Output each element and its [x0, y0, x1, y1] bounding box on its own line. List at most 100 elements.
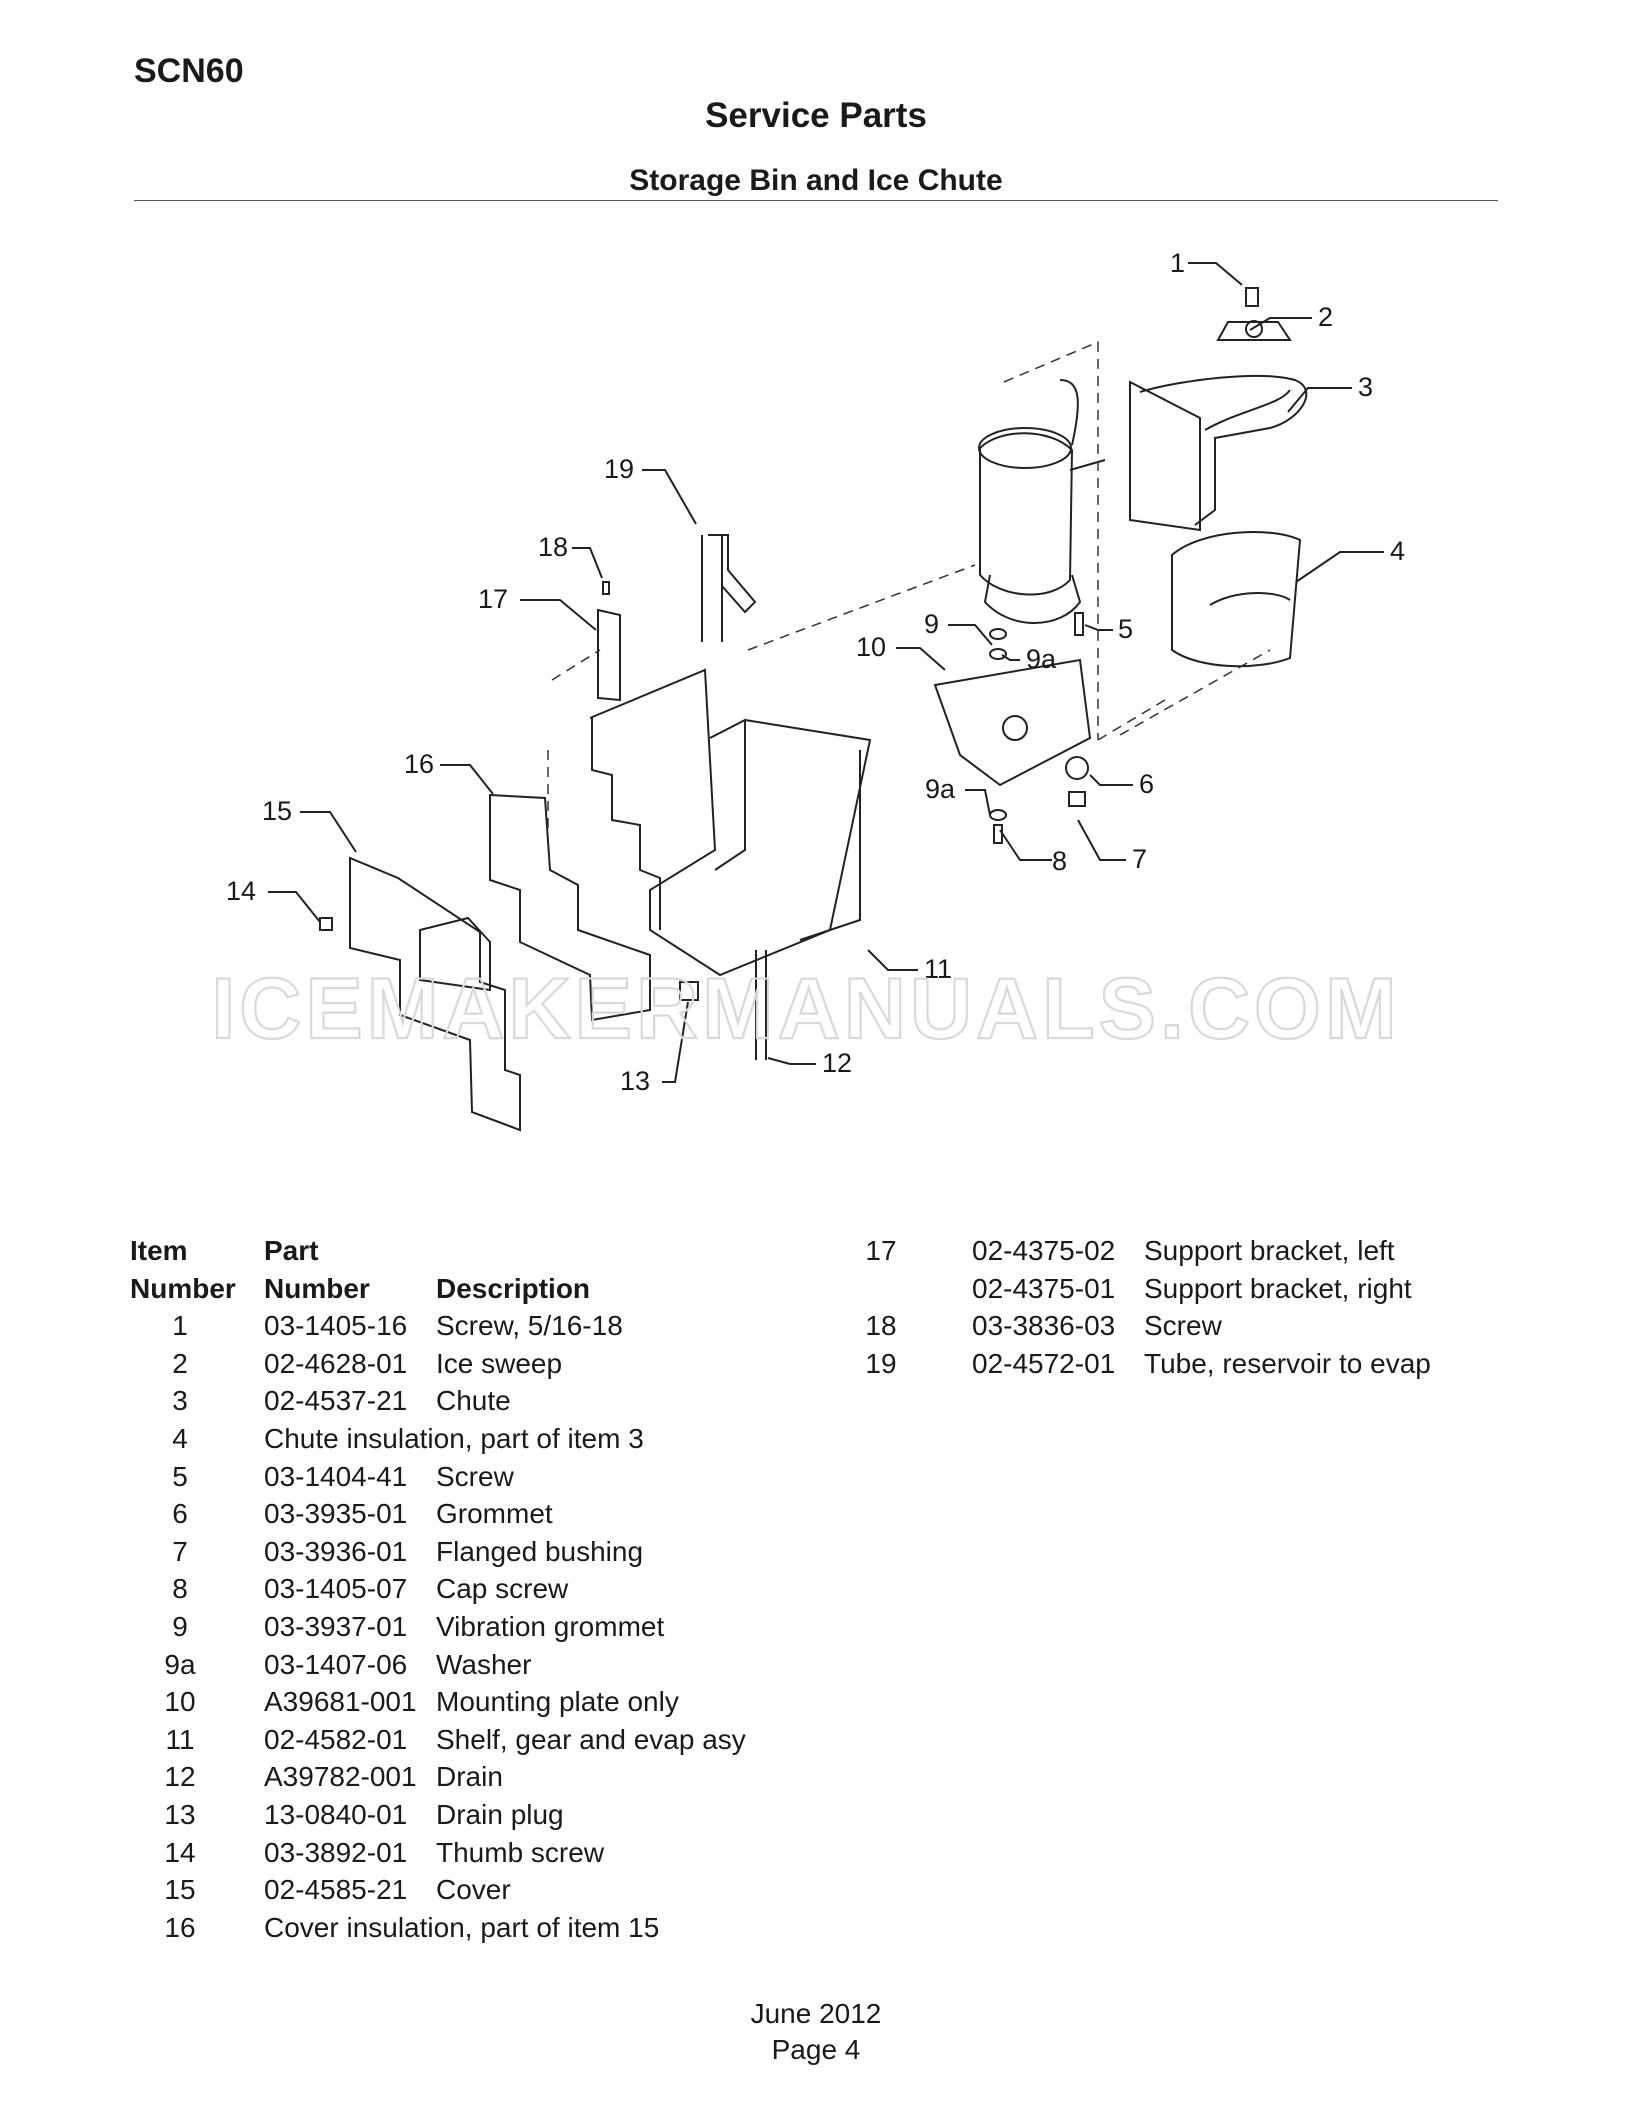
screw-part-1 — [1245, 287, 1259, 307]
item-number: 4 — [172, 1422, 188, 1454]
ice-sweep-part — [1216, 321, 1292, 341]
callout-label: 19 — [604, 454, 634, 484]
item-description: Support bracket, left — [1144, 1235, 1395, 1266]
exploded-parts-diagram: 1 2 3 4 5 6 7 8 9 9a 9a 10 11 12 13 14 1… — [210, 248, 1405, 1132]
item-number: 1 — [172, 1310, 188, 1342]
model-number: SCN60 — [134, 52, 244, 90]
item-description: Ice sweep — [436, 1347, 563, 1379]
part-number: 02-4375-02 — [972, 1235, 1116, 1266]
part-number: 03-3836-03 — [972, 1310, 1116, 1342]
callout-label: 4 — [1390, 536, 1405, 566]
item-number: 9a — [164, 1648, 196, 1680]
item-description: Cap screw — [436, 1573, 569, 1605]
part-number: 03-3937-01 — [264, 1610, 408, 1642]
header-part-number: Number — [264, 1272, 370, 1304]
mounting-plate-part — [933, 658, 1092, 787]
item-description: Cover insulation, part of item 15 — [264, 1911, 660, 1943]
item-description: Screw, 5/16-18 — [436, 1310, 623, 1342]
item-description: Vibration grommet — [436, 1610, 665, 1642]
part-number: 02-4537-21 — [264, 1385, 408, 1417]
item-description: Cover — [436, 1874, 511, 1906]
item-description: Washer — [436, 1648, 532, 1680]
item-number: 19 — [865, 1347, 897, 1379]
table-row: 4 Chute insulation, part of item 3 — [130, 1420, 746, 1458]
shelf-part — [589, 668, 872, 977]
screw-part-5 — [1074, 612, 1084, 636]
part-number: 02-4582-01 — [264, 1723, 408, 1755]
cover-part — [349, 856, 521, 1132]
gearmotor-part — [979, 432, 1074, 596]
callout-labels: 1 2 3 4 5 6 7 8 9 9a 9a 10 11 12 13 14 1… — [226, 248, 1405, 1096]
callout-label: 13 — [620, 1066, 650, 1096]
callout-label: 16 — [404, 749, 434, 779]
chute-part — [1129, 380, 1201, 532]
item-number: 7 — [172, 1535, 188, 1567]
part-number: 03-1407-06 — [264, 1648, 408, 1680]
item-number: 13 — [164, 1798, 196, 1830]
callout-label: 9a — [1026, 644, 1057, 674]
item-description: Chute insulation, part of item 3 — [264, 1422, 644, 1454]
item-description: Shelf, gear and evap asy — [436, 1723, 746, 1755]
support-bracket-part — [597, 608, 621, 702]
part-number: 03-3892-01 — [264, 1836, 408, 1868]
item-description: Tube, reservoir to evap — [1144, 1347, 1431, 1379]
item-number: 14 — [164, 1836, 196, 1868]
callout-label: 14 — [226, 876, 256, 906]
part-number: 02-4585-21 — [264, 1874, 408, 1906]
callout-label: 7 — [1132, 844, 1147, 874]
header-description: Description — [436, 1272, 591, 1304]
callout-label: 17 — [478, 584, 508, 614]
watermark: ICEMAKERMANUALS.COM — [211, 961, 1400, 1057]
item-number: 11 — [165, 1723, 195, 1755]
section-title: Storage Bin and Ice Chute — [629, 164, 1003, 197]
footer-date: June 2012 — [750, 1998, 882, 2029]
callout-label: 9 — [924, 609, 939, 639]
thumb-screw-part — [319, 917, 333, 931]
item-description: Drain plug — [436, 1798, 564, 1830]
title-divider — [134, 200, 1498, 201]
footer-page-number: Page 4 — [771, 2034, 861, 2065]
vibration-grommet-part-9 — [989, 628, 1007, 640]
page-title: Service Parts — [705, 96, 927, 135]
item-description: Flanged bushing — [436, 1535, 644, 1567]
header-part: Part — [264, 1235, 319, 1266]
item-description: Drain — [436, 1761, 503, 1793]
callout-label: 18 — [538, 532, 568, 562]
part-number: 02-4628-01 — [264, 1347, 408, 1379]
part-number: 03-1405-16 — [264, 1310, 408, 1342]
item-number: 10 — [164, 1686, 196, 1718]
tube-part — [701, 534, 757, 642]
item-description: Grommet — [436, 1498, 553, 1530]
callout-label: 8 — [1052, 846, 1067, 876]
callout-label: 15 — [262, 796, 292, 826]
callout-label: 11 — [924, 954, 952, 984]
table-header-row-2: Number Number Description — [130, 1270, 746, 1308]
flanged-bushing-part-7 — [1068, 791, 1086, 807]
screw-part-18 — [602, 581, 610, 595]
part-number: A39782-001 — [264, 1761, 417, 1793]
callout-label: 10 — [856, 632, 886, 662]
item-description: Screw — [436, 1460, 514, 1492]
header-number: Number — [130, 1272, 236, 1304]
table-header-row-1: Item Part — [130, 1232, 746, 1270]
part-number: 03-1404-41 — [264, 1460, 408, 1492]
callout-label: 9a — [925, 774, 956, 804]
callout-label: 2 — [1318, 302, 1333, 332]
drain-plug-part — [679, 981, 699, 1001]
chute-body — [1139, 374, 1308, 526]
item-description: Support bracket, right — [1144, 1272, 1412, 1304]
